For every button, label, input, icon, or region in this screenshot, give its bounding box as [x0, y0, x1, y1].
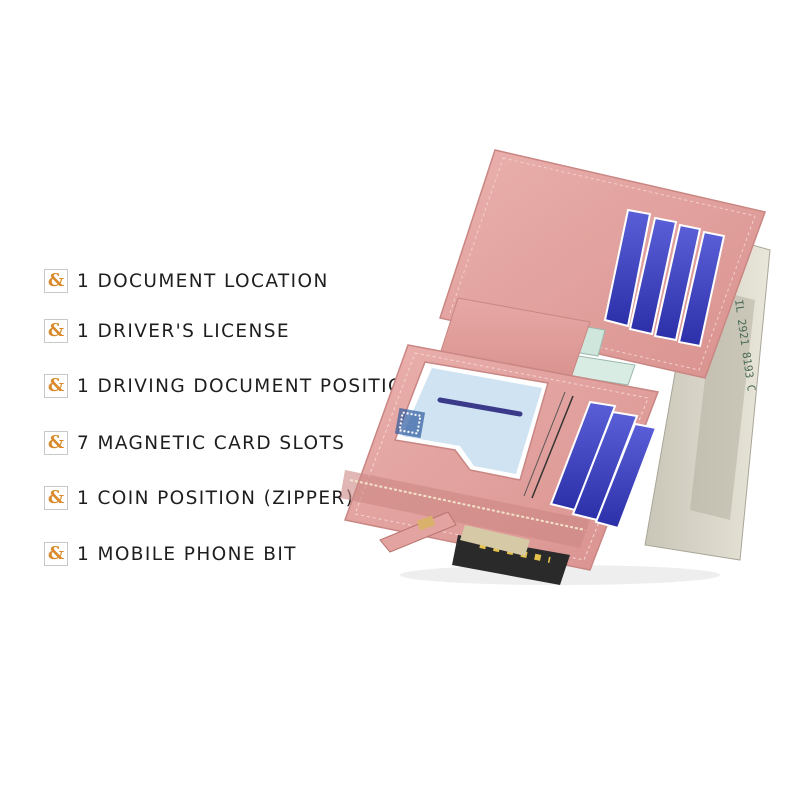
upper-card-slots [603, 208, 726, 348]
zipper-slider [416, 515, 436, 531]
ampersand-icon: & [44, 319, 68, 343]
feature-item-document-location: & 1 DOCUMENT LOCATION [44, 267, 329, 295]
feature-item-driving-document: & 1 DRIVING DOCUMENT POSITION [44, 372, 419, 400]
ampersand-icon: & [44, 431, 68, 455]
feature-label: 1 DOCUMENT LOCATION [77, 270, 329, 292]
id-card [402, 368, 542, 474]
ampersand-icon: & [44, 486, 68, 510]
ampersand-icon: & [44, 542, 68, 566]
feature-item-phone-bit: & 1 MOBILE PHONE BIT [44, 540, 297, 568]
lower-card-slots [523, 391, 658, 530]
front-stitching [354, 352, 649, 561]
stitching [449, 157, 756, 371]
feature-label: 1 COIN POSITION (ZIPPER) [77, 487, 355, 509]
feature-item-drivers-license: & 1 DRIVER'S LICENSE [44, 317, 290, 345]
feature-label: 1 DRIVING DOCUMENT POSITION [77, 375, 420, 397]
qr-code [394, 407, 426, 439]
ampersand-icon: & [44, 374, 68, 398]
inner-note [460, 525, 530, 556]
brand-mark [437, 397, 523, 417]
feature-label: 1 DRIVER'S LICENSE [77, 320, 290, 342]
feature-item-coin-position: & 1 COIN POSITION (ZIPPER) [44, 484, 354, 512]
feature-label: 7 MAGNETIC CARD SLOTS [77, 432, 346, 454]
ampersand-icon: & [44, 269, 68, 293]
feature-item-card-slots: & 7 MAGNETIC CARD SLOTS [44, 429, 345, 457]
zipper-track [340, 470, 590, 548]
feature-label: 1 MOBILE PHONE BIT [77, 543, 297, 565]
banknote-print [690, 290, 755, 520]
zipper-teeth [349, 479, 586, 531]
